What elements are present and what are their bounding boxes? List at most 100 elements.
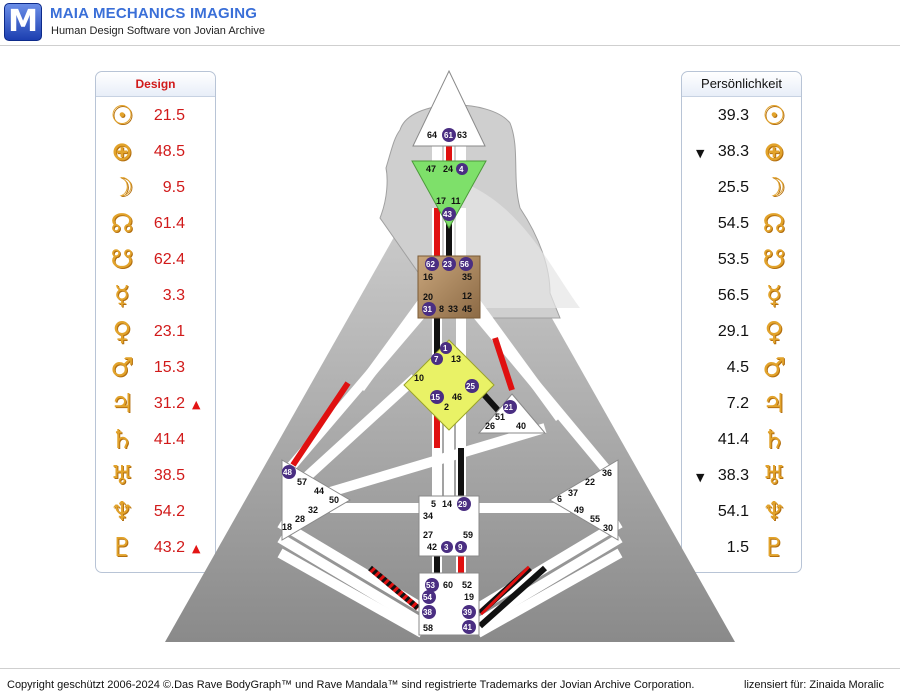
gate-label: 41	[463, 623, 472, 632]
personality-row: ☋ 53.5	[682, 243, 801, 279]
north-node-icon: ☊	[110, 209, 134, 239]
design-row: ♂15.3	[96, 351, 215, 387]
sun-icon: ☉	[110, 101, 134, 131]
personality-value: 38.3	[717, 143, 749, 160]
design-value: 15.3	[153, 359, 185, 376]
gate-label: 16	[423, 272, 433, 282]
venus-icon: ♀	[112, 317, 132, 347]
design-row: ♃31.2▲	[96, 387, 215, 423]
design-row: ♅38.5	[96, 459, 215, 495]
gate-marker	[422, 590, 436, 604]
gate-label: 32	[308, 505, 318, 515]
pluto-icon: ♇	[110, 533, 134, 563]
gate-label: 40	[516, 421, 526, 431]
design-row: ♆54.2	[96, 495, 215, 531]
gate-label: 12	[462, 291, 472, 301]
south-node-icon: ☋	[762, 245, 786, 275]
gate-marker	[503, 400, 517, 414]
gate-label: 33	[448, 304, 458, 314]
gate-label: 23	[443, 260, 452, 269]
design-value: 43.2	[153, 539, 185, 556]
solar-plexus-center	[549, 459, 619, 541]
gate-label: 51	[495, 412, 505, 422]
design-value: 54.2	[153, 503, 185, 520]
design-value: 62.4	[153, 251, 185, 268]
gate-label: 48	[283, 468, 292, 477]
gate-label: 47	[426, 164, 436, 174]
gate-label: 24	[443, 164, 453, 174]
exalted-marker-icon: ▲	[192, 542, 201, 555]
personality-value: 25.5	[717, 179, 749, 196]
personality-value: 7.2	[726, 395, 749, 412]
design-value: 23.1	[153, 323, 185, 340]
personality-value: 4.5	[726, 359, 749, 376]
bodygraph-chart: 64 61 63 47 24 4 17 11 43 62 23 56 16 35…	[165, 69, 735, 642]
gate-label: 25	[466, 382, 475, 391]
personality-row: ♇ 1.5	[682, 531, 801, 567]
gate-marker	[456, 163, 468, 175]
personality-value: 39.3	[717, 107, 749, 124]
gate-marker	[465, 379, 479, 393]
personality-row: ☽ 25.5	[682, 171, 801, 207]
personality-row: ♂4.5	[682, 351, 801, 387]
personality-row: ☉ 39.3	[682, 99, 801, 135]
design-row: ⊕ 48.5	[96, 135, 215, 171]
design-panel-title: Design	[96, 72, 215, 97]
personality-row: ♀29.1	[682, 315, 801, 351]
gate-label: 49	[574, 505, 584, 515]
south-node-icon: ☋	[110, 245, 134, 275]
design-row: ♇ 43.2 ▲	[96, 531, 215, 567]
g-center	[403, 339, 495, 431]
gate-marker	[462, 620, 476, 634]
neptune-icon: ♆	[762, 497, 786, 527]
gate-label: 20	[423, 292, 433, 302]
jupiter-icon: ♃	[110, 389, 134, 419]
gate-label: 59	[463, 530, 473, 540]
personality-row: ⊕ 38.3 ▼	[682, 135, 801, 171]
gate-marker	[455, 541, 467, 553]
gate-label: 44	[314, 486, 324, 496]
head-center	[412, 69, 486, 147]
gate-label: 6	[557, 494, 562, 504]
design-value: 9.5	[162, 179, 185, 196]
gate-label: 61	[444, 131, 453, 140]
copyright-text: Copyright geschützt 2006-2024 ©.Das Rave…	[7, 679, 695, 691]
gate-marker	[422, 302, 436, 316]
moon-icon: ☽	[762, 173, 786, 203]
pluto-icon: ♇	[762, 533, 786, 563]
gate-label: 30	[603, 523, 613, 533]
gate-label: 60	[443, 580, 453, 590]
gate-label: 56	[460, 260, 469, 269]
gate-label: 37	[568, 488, 578, 498]
uranus-icon: ♅	[762, 461, 786, 491]
sun-icon: ☉	[762, 101, 786, 131]
gate-label: 19	[464, 592, 474, 602]
gate-marker	[425, 257, 439, 271]
personality-row: ♆ 54.1	[682, 495, 801, 531]
gate-label: 39	[463, 608, 472, 617]
gate-label: 31	[423, 305, 432, 314]
gate-label: 57	[297, 477, 307, 487]
gate-label: 28	[295, 514, 305, 524]
personality-value: 53.5	[717, 251, 749, 268]
earth-icon: ⊕	[763, 137, 785, 167]
detriment-marker-icon: ▼	[696, 147, 705, 160]
gate-label: 29	[458, 500, 467, 509]
gate-label: 62	[426, 260, 435, 269]
personality-panel-title: Persönlichkeit	[682, 72, 801, 97]
personality-value: 54.1	[717, 503, 749, 520]
design-row: ☋ 62.4	[96, 243, 215, 279]
personality-value: 1.5	[726, 539, 749, 556]
gate-label: 58	[423, 623, 433, 633]
earth-icon: ⊕	[111, 137, 133, 167]
gate-marker	[422, 605, 436, 619]
design-row: ♀ 23.1	[96, 315, 215, 351]
jupiter-icon: ♃	[762, 389, 786, 419]
gate-label: 7	[434, 355, 439, 364]
detriment-marker-icon: ▼	[696, 471, 705, 484]
gate-label: 2	[444, 402, 449, 412]
exalted-marker-icon: ▲	[192, 398, 201, 411]
personality-row: ♄41.4	[682, 423, 801, 459]
design-value: 48.5	[153, 143, 185, 160]
activated-channels	[290, 128, 547, 629]
